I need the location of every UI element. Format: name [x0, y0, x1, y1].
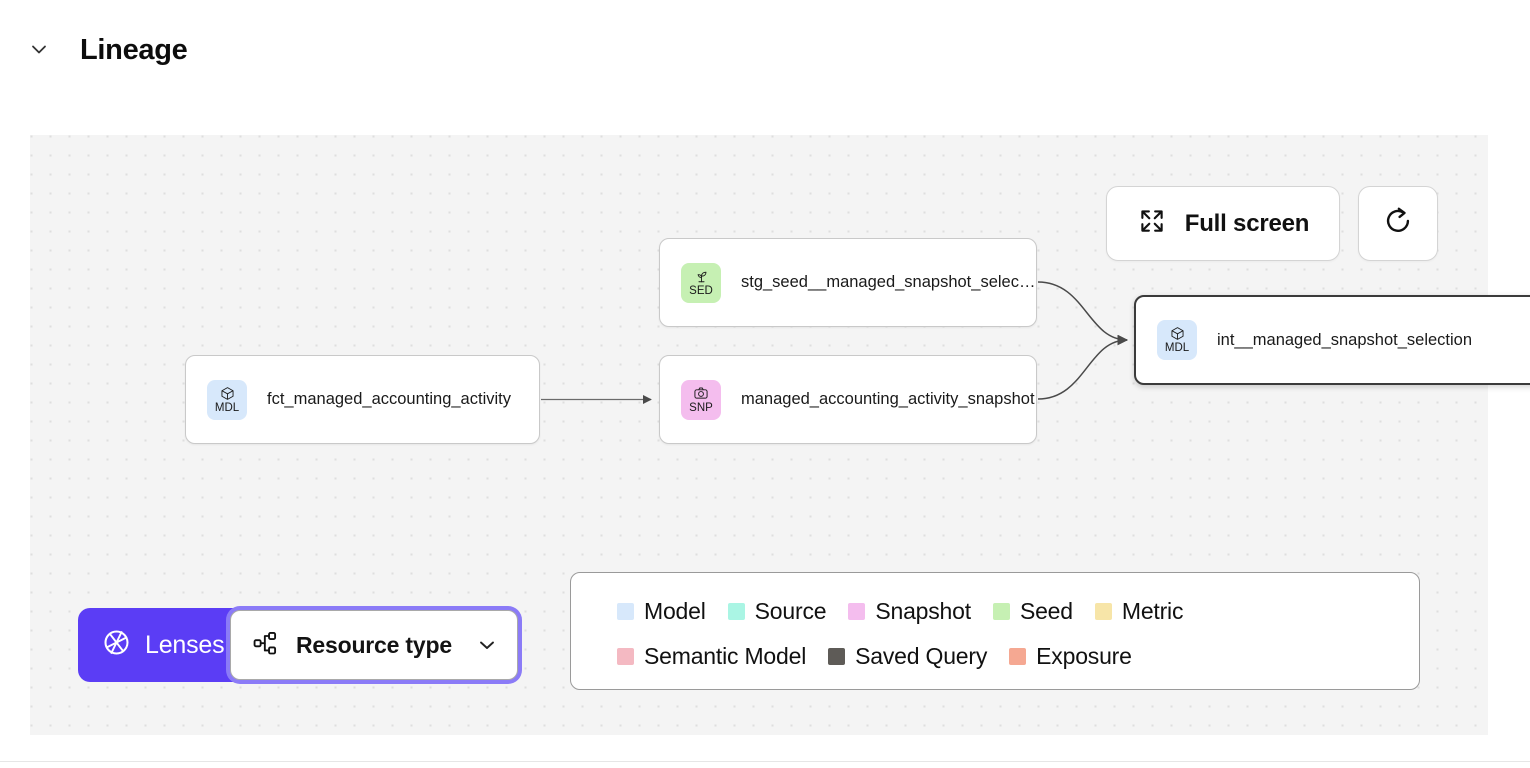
- node-label: managed_accounting_activity_snapshot: [741, 390, 1035, 408]
- legend-swatch-model: [617, 603, 634, 620]
- legend-label: Metric: [1121, 598, 1184, 624]
- node-label: int__managed_snapshot_selection: [1217, 330, 1473, 349]
- node-label: stg_seed__managed_snapshot_selecti...: [741, 273, 1036, 291]
- camera-icon: [693, 385, 709, 402]
- legend-row-2: Semantic Model Saved Query Exposure: [571, 634, 1419, 679]
- legend-label: Seed: [1019, 598, 1073, 624]
- graph-node-model-selected[interactable]: MDL int__managed_snapshot_selection: [1134, 295, 1530, 385]
- refresh-button[interactable]: [1358, 186, 1438, 261]
- node-label: fct_managed_accounting_activity: [267, 390, 511, 408]
- legend-label: Semantic Model: [644, 643, 807, 669]
- legend-swatch-snapshot: [848, 603, 866, 620]
- lineage-graph-canvas[interactable]: MDL fct_managed_accounting_activity SED …: [30, 135, 1530, 735]
- node-type-code: MDL: [1164, 342, 1190, 354]
- legend-item-exposure[interactable]: Exposure: [1009, 643, 1132, 670]
- lineage-section-header: Lineage: [0, 0, 1530, 100]
- node-type-code: MDL: [214, 401, 240, 414]
- legend-swatch-semantic-model: [617, 648, 634, 665]
- legend-label: Saved Query: [855, 643, 988, 669]
- legend-item-model[interactable]: Model: [617, 598, 706, 625]
- node-type-badge-snp: SNP: [681, 379, 721, 420]
- graph-node-snapshot[interactable]: SNP managed_accounting_activity_snapshot: [659, 355, 1037, 444]
- cube-icon: [1170, 325, 1185, 342]
- legend-item-snapshot[interactable]: Snapshot: [848, 598, 971, 625]
- bottom-divider: [0, 761, 1530, 762]
- cube-icon: [220, 385, 235, 402]
- node-type-badge-sed: SED: [681, 262, 721, 303]
- node-type-code: SED: [689, 284, 713, 297]
- lenses-button[interactable]: Lenses: [78, 608, 251, 682]
- legend-row-1: Model Source Snapshot Seed Metric: [571, 589, 1419, 634]
- node-type-code: SNP: [689, 401, 713, 414]
- full-screen-label: Full screen: [1184, 209, 1310, 237]
- chevron-down-icon: [476, 634, 498, 656]
- resource-type-dropdown[interactable]: Resource type: [230, 610, 518, 680]
- legend-label: Snapshot: [875, 598, 971, 624]
- page-title: Lineage: [80, 34, 188, 66]
- legend-item-seed[interactable]: Seed: [992, 598, 1073, 625]
- legend-swatch-saved-query: [828, 648, 846, 665]
- resource-type-label: Resource type: [296, 631, 452, 658]
- legend-swatch-metric: [1094, 603, 1112, 620]
- expand-arrows-icon: [1137, 206, 1167, 241]
- graph-node-model[interactable]: MDL fct_managed_accounting_activity: [185, 355, 540, 444]
- refresh-icon: [1381, 204, 1415, 243]
- sprout-icon: [694, 268, 709, 285]
- legend-label: Exposure: [1036, 643, 1132, 669]
- node-type-badge-mdl: MDL: [207, 379, 247, 420]
- lineage-legend: Model Source Snapshot Seed Metric S: [570, 572, 1420, 690]
- legend-item-semantic-model[interactable]: Semantic Model: [617, 643, 806, 670]
- graph-node-seed[interactable]: SED stg_seed__managed_snapshot_selecti..…: [659, 238, 1037, 327]
- legend-label: Source: [754, 598, 827, 624]
- node-type-badge-mdl: MDL: [1157, 320, 1197, 360]
- legend-item-source[interactable]: Source: [727, 598, 827, 625]
- hierarchy-icon: [252, 629, 280, 662]
- legend-item-saved-query[interactable]: Saved Query: [828, 643, 987, 670]
- resource-type-focus-ring: Resource type: [226, 606, 522, 684]
- lenses-label: Lenses: [145, 630, 225, 659]
- legend-label: Model: [644, 598, 706, 624]
- legend-swatch-seed: [992, 603, 1010, 620]
- full-screen-button[interactable]: Full screen: [1106, 186, 1340, 261]
- legend-swatch-exposure: [1009, 648, 1027, 665]
- aperture-icon: [102, 628, 131, 662]
- legend-item-metric[interactable]: Metric: [1094, 598, 1184, 625]
- chevron-down-icon[interactable]: [26, 36, 52, 62]
- legend-swatch-source: [727, 603, 745, 620]
